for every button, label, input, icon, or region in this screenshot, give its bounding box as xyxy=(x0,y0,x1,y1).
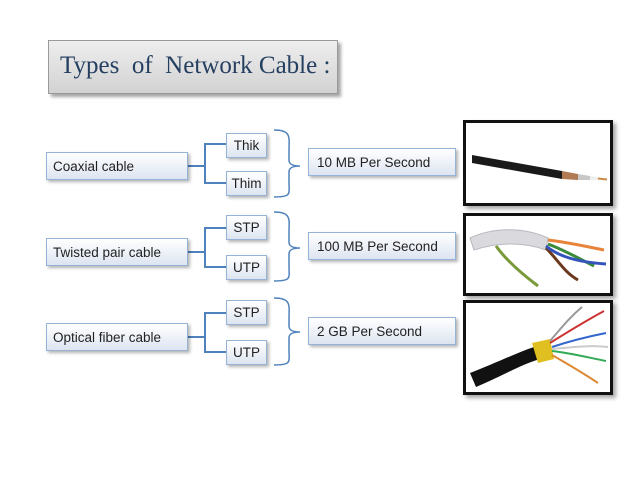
bracket-twisted xyxy=(273,211,301,282)
twisted-pair-cable-photo xyxy=(463,213,613,296)
bracket-coaxial xyxy=(273,129,301,198)
elbow-connector-twisted-utp xyxy=(204,252,228,268)
elbow-connector-fiber-stp xyxy=(188,312,228,338)
speed-coaxial: 10 MB Per Second xyxy=(308,148,456,176)
sub-type-utp: UTP xyxy=(226,255,267,280)
cable-type-coaxial: Coaxial cable xyxy=(46,152,188,180)
speed-optical-fiber: 2 GB Per Second xyxy=(308,317,456,345)
sub-type-thim: Thim xyxy=(226,171,267,196)
sub-type-stp: STP xyxy=(226,215,267,240)
elbow-connector-twisted-stp xyxy=(188,227,228,253)
title-box xyxy=(48,40,338,94)
bracket-fiber xyxy=(273,297,301,366)
cable-type-optical-fiber: Optical fiber cable xyxy=(46,323,188,351)
elbow-connector-fiber-utp xyxy=(204,337,228,353)
sub-type-stp: STP xyxy=(226,300,267,325)
cable-type-twisted-pair: Twisted pair cable xyxy=(46,238,188,266)
coaxial-cable-photo xyxy=(463,120,613,206)
page-title: Types of Network Cable : xyxy=(60,52,331,79)
elbow-connector-coaxial-thik xyxy=(188,143,228,167)
speed-twisted-pair: 100 MB Per Second xyxy=(308,232,456,260)
sub-type-thik: Thik xyxy=(226,133,267,158)
optical-fiber-cable-photo xyxy=(463,300,613,395)
sub-type-utp: UTP xyxy=(226,340,267,365)
elbow-connector-coaxial-thim xyxy=(204,166,228,184)
